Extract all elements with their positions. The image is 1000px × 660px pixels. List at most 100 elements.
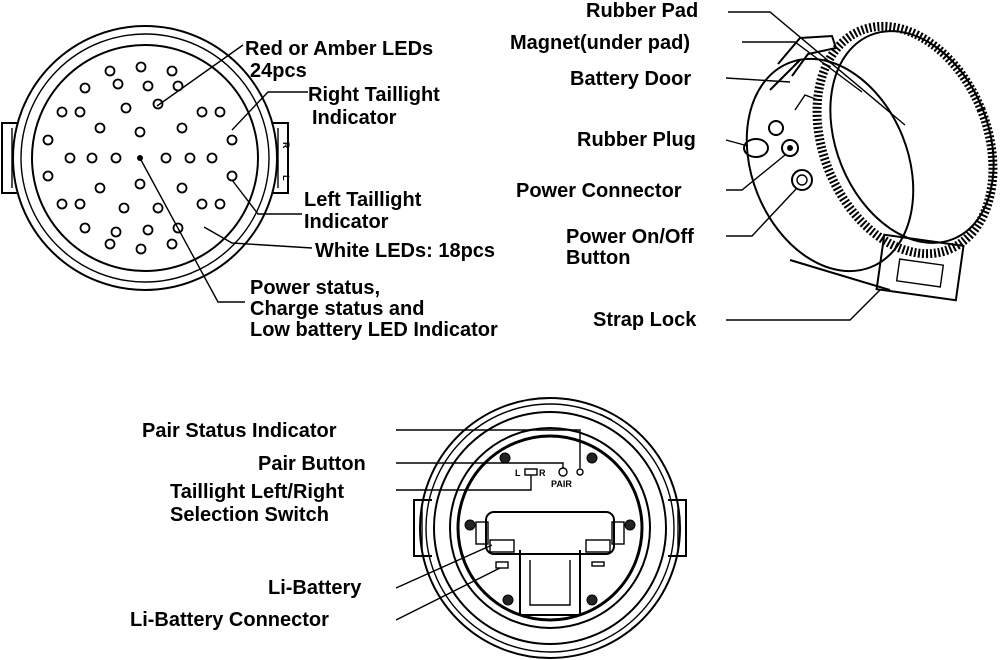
front-outer-ring-inner bbox=[20, 33, 270, 283]
back-view: L R PAIR Pair Status Indicator Pair Butt… bbox=[130, 397, 687, 659]
led bbox=[206, 152, 218, 164]
leader-power-connector bbox=[726, 154, 786, 191]
battery-door-circle bbox=[449, 427, 651, 629]
screw bbox=[586, 594, 598, 606]
front-left-tab bbox=[1, 122, 18, 194]
label-pair-button: Pair Button bbox=[258, 453, 366, 475]
power-connector-pin bbox=[787, 145, 793, 151]
label-strap-lock: Strap Lock bbox=[593, 309, 697, 331]
mark-l: L bbox=[281, 175, 291, 181]
led bbox=[120, 102, 132, 114]
led bbox=[94, 122, 106, 134]
mark-r: R bbox=[281, 142, 291, 149]
led bbox=[134, 178, 146, 190]
strap-lock bbox=[875, 233, 965, 302]
side-body-back bbox=[745, 57, 915, 273]
led bbox=[152, 98, 164, 110]
led bbox=[104, 65, 116, 77]
label-right-indicator-2: Indicator bbox=[312, 107, 397, 129]
led bbox=[152, 202, 164, 214]
battery-door bbox=[794, 94, 819, 111]
li-battery bbox=[485, 511, 615, 555]
screw bbox=[464, 519, 476, 531]
back-notch bbox=[599, 413, 613, 421]
leader-pair-button bbox=[396, 462, 564, 468]
back-rim bbox=[433, 411, 667, 645]
led bbox=[135, 61, 147, 73]
label-battery-door: Battery Door bbox=[570, 68, 691, 90]
led bbox=[56, 106, 68, 118]
label-rubber-plug: Rubber Plug bbox=[577, 129, 696, 151]
leader-power-button bbox=[726, 187, 798, 237]
side-view: Rubber Pad Magnet(under pad) Battery Doo… bbox=[510, 0, 998, 331]
leader-magnet bbox=[742, 41, 863, 93]
led bbox=[42, 170, 54, 182]
front-view: R L Red or Amber LEDs 24pcs Right Tailli… bbox=[1, 25, 498, 341]
led bbox=[135, 243, 147, 255]
front-led-array bbox=[42, 61, 238, 255]
leader-right-indicator bbox=[231, 91, 308, 131]
led bbox=[64, 152, 76, 164]
label-power-button-1: Power On/Off bbox=[566, 226, 694, 248]
led bbox=[196, 198, 208, 210]
led bbox=[160, 152, 172, 164]
led bbox=[42, 134, 54, 146]
switch-mark-l: L bbox=[515, 468, 521, 478]
led bbox=[176, 122, 188, 134]
led bbox=[184, 152, 196, 164]
label-status-1: Power status, bbox=[250, 277, 380, 299]
pair-status-led bbox=[576, 468, 584, 476]
led bbox=[226, 134, 238, 146]
li-battery-bracket bbox=[519, 550, 581, 616]
screw bbox=[502, 594, 514, 606]
rubber-pad bbox=[829, 30, 995, 244]
label-power-connector: Power Connector bbox=[516, 180, 682, 202]
battery-compartment bbox=[456, 434, 644, 622]
label-magnet: Magnet(under pad) bbox=[510, 32, 690, 54]
led bbox=[166, 65, 178, 77]
power-button-inner bbox=[796, 174, 808, 186]
led bbox=[134, 126, 146, 138]
label-white-leds: White LEDs: 18pcs bbox=[315, 240, 495, 262]
led bbox=[214, 198, 226, 210]
led bbox=[214, 106, 226, 118]
li-battery-connector-right bbox=[591, 561, 605, 567]
led bbox=[79, 82, 91, 94]
label-li-battery: Li-Battery bbox=[268, 577, 362, 599]
leader-strap-lock bbox=[726, 289, 881, 321]
rubber-plug-hinge bbox=[768, 120, 784, 136]
leader-li-connector bbox=[395, 567, 501, 621]
label-switch-1: Taillight Left/Right bbox=[170, 481, 344, 503]
selection-switch bbox=[524, 468, 538, 476]
led bbox=[110, 152, 122, 164]
label-right-indicator-1: Right Taillight bbox=[308, 84, 440, 106]
screw bbox=[586, 452, 598, 464]
label-rubber-pad: Rubber Pad bbox=[586, 0, 698, 22]
led bbox=[118, 202, 130, 214]
li-battery-end-right bbox=[611, 521, 625, 545]
back-right-tab bbox=[668, 499, 687, 557]
label-status-2: Charge status and bbox=[250, 298, 424, 320]
front-outer-ring bbox=[12, 25, 278, 291]
side-body-edge-top bbox=[769, 59, 801, 91]
side-body-edge-bottom bbox=[789, 259, 891, 291]
pair-mark: PAIR bbox=[551, 479, 572, 489]
screw bbox=[624, 519, 636, 531]
label-red-leds-count: 24pcs bbox=[250, 60, 307, 82]
led bbox=[104, 238, 116, 250]
li-battery-tab-right bbox=[585, 539, 611, 553]
led bbox=[94, 182, 106, 194]
switch-mark-r: R bbox=[539, 468, 546, 478]
leader-left-indicator bbox=[231, 179, 302, 215]
led bbox=[56, 198, 68, 210]
label-status-3: Low battery LED Indicator bbox=[250, 319, 498, 341]
led bbox=[142, 224, 154, 236]
led bbox=[79, 222, 91, 234]
li-battery-tab-left bbox=[489, 539, 515, 553]
leader-li-battery bbox=[395, 544, 493, 589]
li-battery-connector bbox=[495, 561, 509, 569]
label-pair-status: Pair Status Indicator bbox=[142, 420, 337, 442]
leader-battery-door bbox=[725, 77, 791, 83]
back-left-tab bbox=[413, 499, 432, 557]
